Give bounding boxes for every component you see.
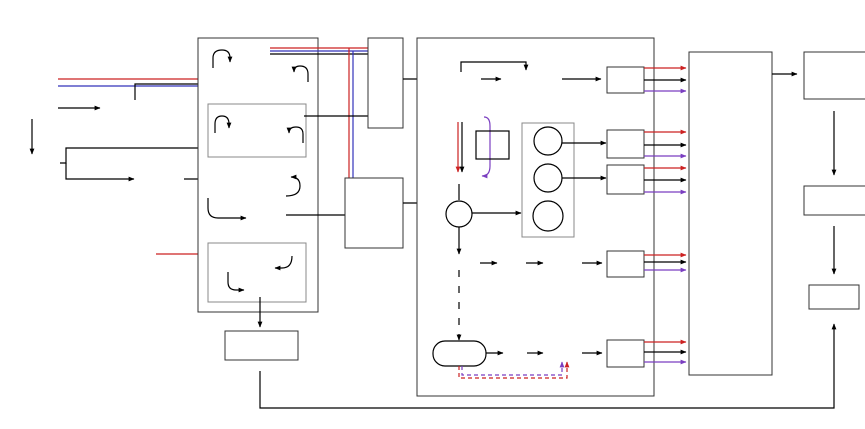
output-box-3 xyxy=(606,164,645,195)
section-3 xyxy=(416,37,655,397)
circle-unit xyxy=(532,200,564,232)
upper-mixer xyxy=(367,37,404,129)
return-line xyxy=(259,323,837,409)
vessel-stack xyxy=(521,122,575,238)
output-units xyxy=(606,65,687,368)
bottom-box xyxy=(224,330,299,361)
u-turn-arrow xyxy=(207,198,247,221)
subgroup-bottom xyxy=(207,242,307,303)
output-box-4 xyxy=(606,250,645,278)
u-turn-arrow xyxy=(212,49,233,68)
right-column xyxy=(803,51,865,310)
right-mid-box xyxy=(803,185,865,216)
u-turn-arrow xyxy=(227,272,245,293)
output-box-5 xyxy=(606,339,645,368)
u-turn-arrow xyxy=(286,126,304,143)
u-turn-arrow xyxy=(291,65,309,82)
square-unit xyxy=(475,130,510,160)
u-turn-arrow xyxy=(214,115,232,133)
subgroup-top xyxy=(207,103,307,158)
right-top-box xyxy=(803,51,865,100)
output-box-1 xyxy=(606,66,645,94)
section-2 xyxy=(344,37,449,249)
right-bottom-box xyxy=(808,284,860,310)
output-box-2 xyxy=(606,129,645,159)
u-turn-arrow xyxy=(285,174,301,197)
collector-box xyxy=(688,51,773,376)
circle-unit xyxy=(533,126,563,156)
lower-mixer xyxy=(344,177,404,249)
u-turn-arrow xyxy=(274,255,293,271)
section-1 xyxy=(197,37,377,328)
